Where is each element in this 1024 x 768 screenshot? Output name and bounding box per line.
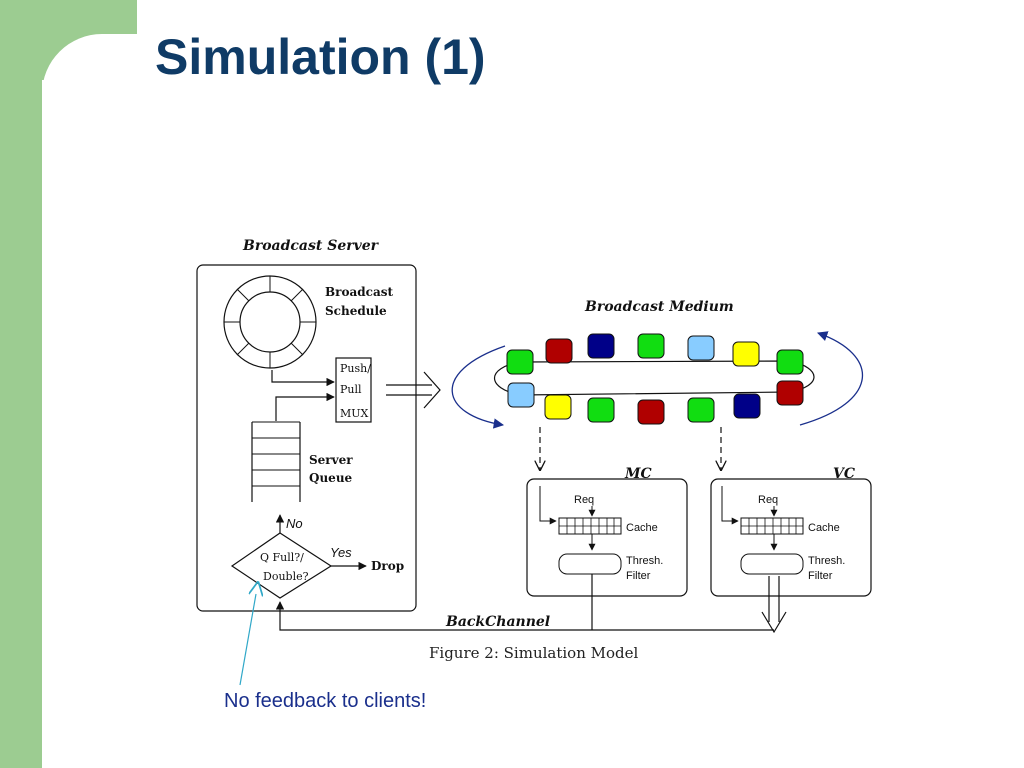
decision-label-1: Q Full?/ (260, 551, 304, 564)
vc-threshold-filter (740, 553, 804, 575)
broadcast-output-arrow (386, 371, 441, 409)
mc-req-label: Req (574, 494, 594, 506)
backchannel-label: BackChannel (445, 614, 550, 630)
feedback-callout-pointer (239, 594, 256, 686)
vc-client-title: VC (833, 466, 855, 482)
slide-title: Simulation (1) (155, 29, 486, 85)
broadcast-server-title: Broadcast Server (242, 238, 380, 254)
broadcast-medium-items (506, 333, 804, 425)
broadcast-server-box (196, 264, 417, 612)
yes-label: Yes (330, 545, 352, 560)
vc-input-path (721, 486, 739, 525)
mux-label-2: Pull (340, 383, 362, 396)
broadcast-item-top-3 (587, 333, 615, 359)
mc-client-box (526, 478, 688, 597)
slide-frame-curve (42, 34, 182, 154)
broadcast-item-bottom-7 (776, 380, 804, 406)
broadcast-medium-title: Broadcast Medium (584, 299, 734, 315)
queue-full-decision (230, 532, 333, 599)
slide-frame-bar (0, 0, 42, 768)
server-queue-label-1: Server (309, 453, 353, 467)
decision-label-2: Double? (263, 570, 309, 583)
broadcast-medium-ring (493, 360, 815, 396)
server-queue-label-2: Queue (309, 471, 353, 485)
mc-cache-label: Cache (626, 522, 658, 534)
broadcast-item-top-7 (776, 349, 804, 375)
server-queue (251, 421, 301, 502)
schedule-to-mux-arrow (271, 370, 335, 387)
broadcast-item-bottom-4 (637, 399, 665, 425)
mc-threshold-filter (558, 553, 622, 575)
broadcast-schedule-label-2: Schedule (325, 304, 387, 318)
broadcast-item-bottom-2 (544, 394, 572, 420)
medium-rotation-arrow-right (799, 331, 864, 426)
no-label: No (286, 516, 303, 531)
queue-to-mux-arrow (275, 392, 335, 421)
drop-label: Drop (371, 559, 404, 573)
broadcast-item-top-4 (637, 333, 665, 359)
vc-cache-grid (740, 517, 804, 535)
backchannel-line (275, 601, 774, 631)
push-pull-mux-box (335, 357, 372, 423)
broadcast-schedule-label-1: Broadcast (325, 285, 393, 299)
broadcast-item-top-2 (545, 338, 573, 364)
feedback-note: No feedback to clients! (224, 690, 427, 712)
broadcast-item-bottom-3 (587, 397, 615, 423)
broadcast-item-top-1 (506, 349, 534, 375)
mc-filter-label-1: Thresh. (626, 555, 663, 567)
vc-filter-label-1: Thresh. (808, 555, 845, 567)
mc-client-title: MC (624, 466, 652, 482)
mc-cache-grid (558, 517, 622, 535)
broadcast-item-bottom-5 (687, 397, 715, 423)
mux-label-1: Push/ (340, 362, 371, 375)
vc-client-box (710, 478, 872, 597)
broadcast-item-top-5 (687, 335, 715, 361)
mc-filter-label-2: Filter (626, 570, 651, 582)
vc-cache-label: Cache (808, 522, 840, 534)
broadcast-item-bottom-6 (733, 393, 761, 419)
medium-rotation-arrow-left (451, 345, 506, 429)
mc-input-path (539, 486, 557, 525)
vc-filter-label-2: Filter (808, 570, 833, 582)
mux-label-3: MUX (340, 407, 369, 420)
vc-to-backchannel-double-line (761, 576, 787, 634)
figure-caption: Figure 2: Simulation Model (429, 644, 638, 662)
broadcast-item-top-6 (732, 341, 760, 367)
vc-req-label: Req (758, 494, 778, 506)
broadcast-schedule-wheel (223, 275, 317, 369)
broadcast-item-bottom-1 (507, 382, 535, 408)
